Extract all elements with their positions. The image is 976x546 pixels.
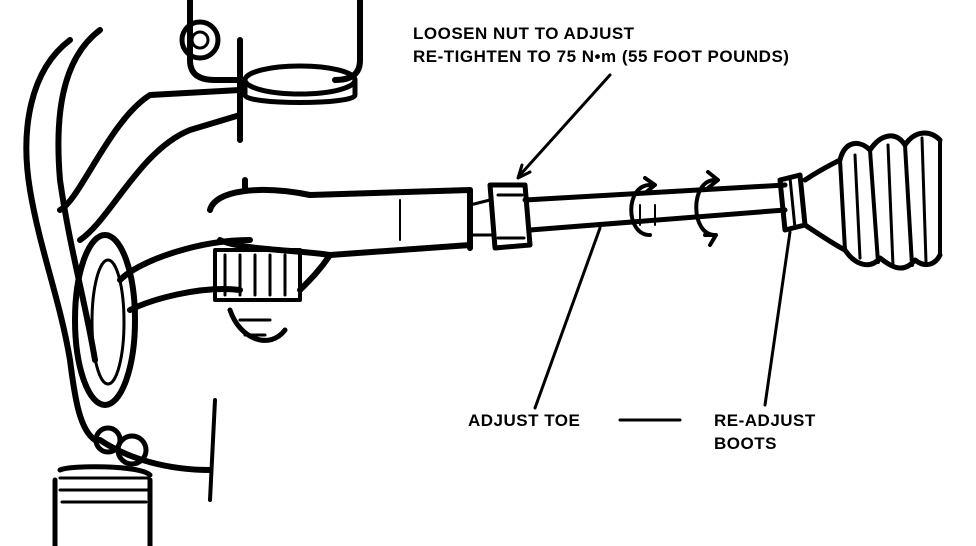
leader-line-readjust-boots <box>763 230 792 407</box>
steering-knuckle <box>23 0 363 473</box>
label-loosen-nut: LOOSEN NUT TO ADJUST <box>413 24 635 43</box>
label-boots: BOOTS <box>714 434 777 453</box>
label-adjust-toe: ADJUST TOE <box>468 411 581 430</box>
ball-stud-castle-nut <box>213 248 302 343</box>
knuckle-bore <box>72 232 138 408</box>
label-readjust: RE-ADJUST <box>714 411 816 430</box>
rotation-arrows <box>629 170 720 247</box>
label-retighten-torque: RE-TIGHTEN TO 75 N•m (55 FOOT POUNDS) <box>413 47 790 66</box>
leader-line-nut <box>516 73 612 180</box>
upper-cap <box>242 63 358 105</box>
adjuster-sleeve <box>522 182 788 233</box>
adjustment-nut <box>468 182 533 251</box>
outer-tie-rod-end <box>207 177 473 293</box>
lower-stem-line <box>208 398 217 502</box>
leader-line-adjust-toe <box>533 226 602 410</box>
lower-bolt <box>93 425 149 467</box>
lower-boot <box>52 464 153 546</box>
steering-boot <box>802 130 943 271</box>
top-bolt <box>179 19 221 61</box>
